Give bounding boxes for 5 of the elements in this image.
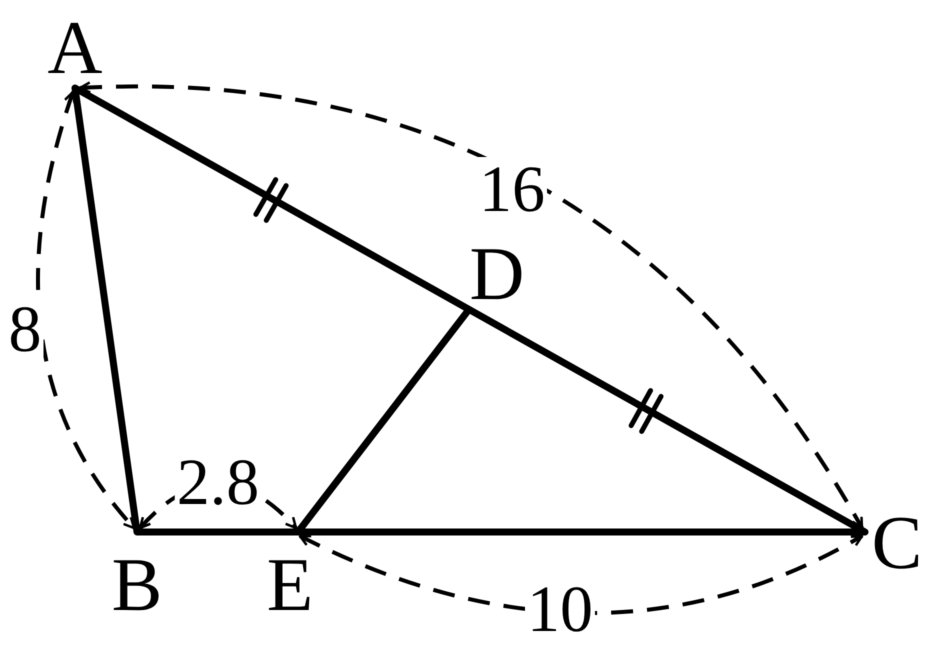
point-label: C — [870, 505, 924, 581]
point-label: E — [266, 547, 314, 623]
point-label: B — [110, 547, 164, 623]
point-label: D — [468, 236, 526, 312]
point-label: A — [46, 10, 104, 86]
